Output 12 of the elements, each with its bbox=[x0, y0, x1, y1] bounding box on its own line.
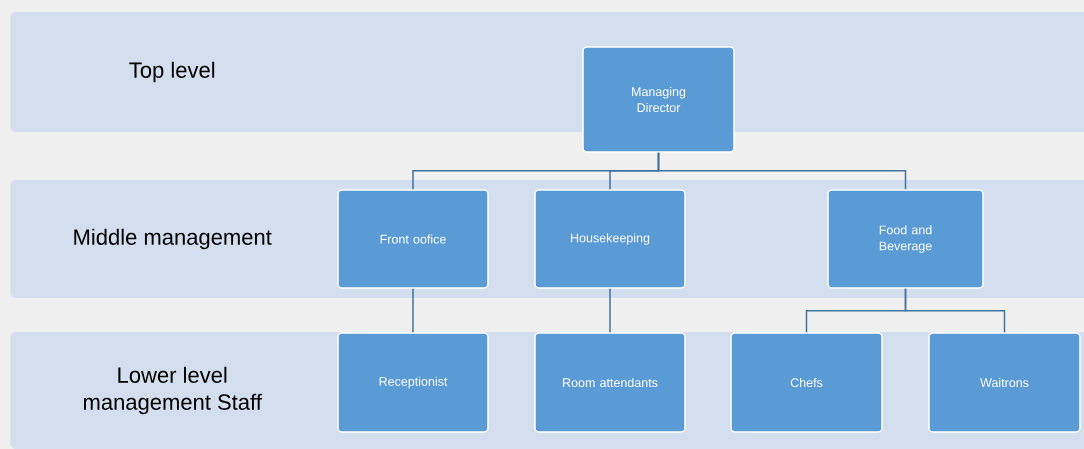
role-box: Chefs bbox=[730, 332, 883, 433]
role-box: Waitrons bbox=[928, 332, 1081, 433]
connector-line bbox=[412, 288, 414, 333]
role-box: Receptionist bbox=[337, 332, 489, 433]
role-box: Food and Beverage bbox=[827, 189, 984, 289]
role-box: Room attendants bbox=[534, 332, 686, 433]
connector-line bbox=[657, 152, 907, 190]
connector-line bbox=[609, 288, 611, 333]
role-box: Front oofice bbox=[337, 189, 489, 289]
role-box: Housekeeping bbox=[534, 189, 686, 289]
connector-line bbox=[904, 288, 1006, 333]
role-box: Managing Director bbox=[582, 46, 735, 153]
